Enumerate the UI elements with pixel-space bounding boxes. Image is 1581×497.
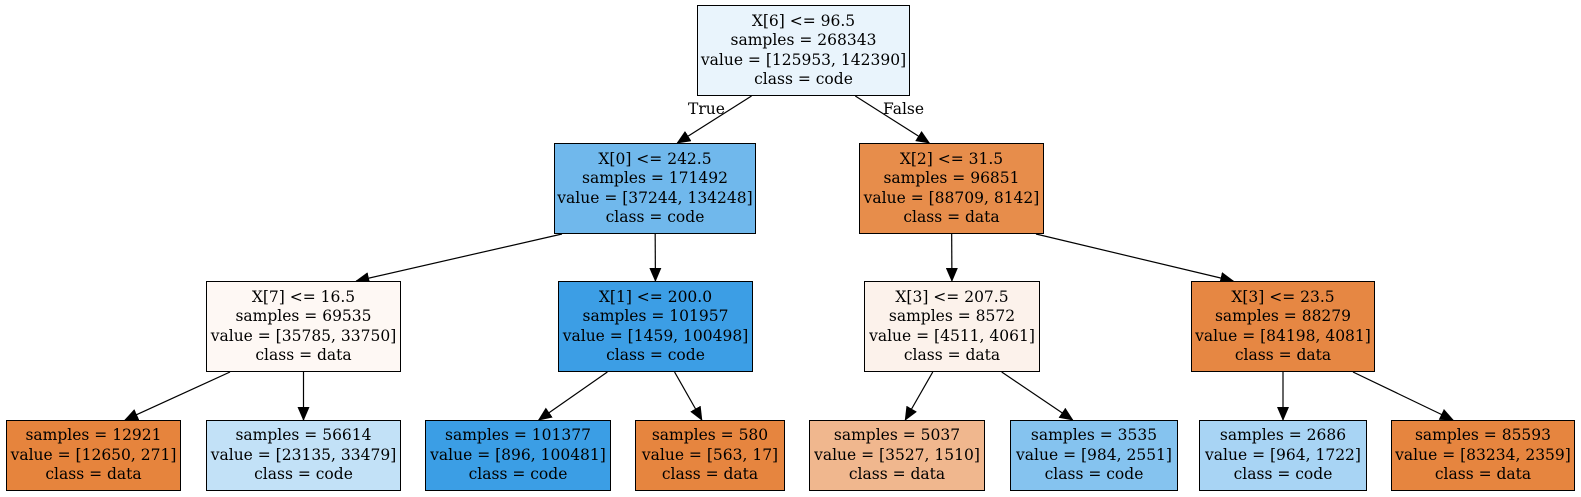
node-samples: samples = 8572 (888, 307, 1016, 325)
node-class: class = data (1234, 346, 1332, 364)
edge-n6-n14 (1352, 371, 1454, 421)
leaf-node-12: samples = 3535 value = [984, 2551] class… (1010, 420, 1178, 491)
node-class: class = code (1044, 465, 1144, 484)
node-split: X[0] <= 242.5 (598, 149, 712, 168)
tree-node-5: X[3] <= 207.5 samples = 8572 value = [45… (864, 281, 1040, 372)
node-samples: samples = 88279 (1214, 307, 1352, 325)
node-samples: samples = 101377 (445, 426, 591, 445)
node-value: value = [84198, 4081] (1195, 326, 1371, 345)
node-class: class = data (903, 346, 1001, 364)
leaf-node-8: samples = 56614 value = [23135, 33479] c… (206, 420, 401, 491)
node-samples: samples = 85593 (1414, 426, 1552, 445)
node-class: class = data (661, 465, 759, 484)
node-value: value = [964, 1722] (1205, 445, 1361, 464)
tree-node-6: X[3] <= 23.5 samples = 88279 value = [84… (1191, 281, 1375, 372)
node-value: value = [23135, 33479] (210, 445, 397, 464)
node-value: value = [12650, 271] (10, 445, 177, 464)
node-value: value = [125953, 142390] (700, 50, 907, 69)
node-samples: samples = 12921 (25, 426, 162, 445)
node-value: value = [83234, 2359] (1395, 445, 1571, 464)
node-samples: samples = 69535 (235, 307, 372, 325)
node-value: value = [4511, 4061] (869, 326, 1035, 345)
node-samples: samples = 5037 (833, 426, 961, 445)
edge-n1-n3 (355, 233, 563, 284)
leaf-node-14: samples = 85593 value = [83234, 2359] cl… (1391, 420, 1575, 491)
edge-n5-n11 (904, 371, 934, 421)
tree-node-2: X[2] <= 31.5 samples = 96851 value = [88… (859, 143, 1044, 234)
node-class: class = code (754, 70, 853, 88)
node-class: class = data (45, 465, 142, 484)
node-class: class = code (606, 346, 705, 364)
tree-node-1: X[0] <= 242.5 samples = 171492 value = [… (554, 143, 756, 234)
leaf-node-13: samples = 2686 value = [964, 1722] class… (1199, 420, 1367, 491)
leaf-node-7: samples = 12921 value = [12650, 271] cla… (6, 420, 181, 491)
leaf-node-11: samples = 5037 value = [3527, 1510] clas… (809, 420, 985, 491)
node-class: class = data (903, 208, 1000, 226)
node-class: class = code (605, 208, 705, 226)
root-node: X[6] <= 96.5 samples = 268343 value = [1… (697, 5, 910, 96)
node-class: class = code (254, 465, 353, 484)
node-split: X[3] <= 23.5 (1231, 287, 1335, 306)
node-samples: samples = 580 (651, 426, 769, 445)
node-samples: samples = 96851 (883, 169, 1020, 187)
node-samples: samples = 101957 (582, 307, 729, 325)
node-samples: samples = 3535 (1030, 426, 1158, 445)
edge-n3-n7 (124, 371, 231, 421)
node-samples: samples = 56614 (235, 426, 372, 445)
node-class: class = code (1233, 465, 1333, 484)
node-value: value = [984, 2551] (1016, 445, 1172, 464)
node-class: class = data (848, 465, 946, 484)
node-value: value = [88709, 8142] (863, 188, 1040, 207)
node-split: X[1] <= 200.0 (598, 287, 713, 306)
node-split: X[3] <= 207.5 (895, 287, 1009, 306)
node-split: X[7] <= 16.5 (251, 287, 356, 306)
edge-n0-n1 (676, 95, 752, 144)
leaf-node-10: samples = 580 value = [563, 17] class = … (635, 420, 785, 491)
node-value: value = [37244, 134248] (557, 188, 753, 207)
edge-n4-n10 (674, 371, 703, 421)
node-split: X[6] <= 96.5 (751, 11, 856, 30)
node-samples: samples = 2686 (1219, 426, 1347, 445)
edge-label-false: False (883, 100, 925, 118)
node-samples: samples = 171492 (582, 169, 728, 187)
edge-n4-n9 (537, 371, 608, 421)
node-value: value = [563, 17] (641, 445, 779, 464)
tree-node-4: X[1] <= 200.0 samples = 101957 value = [… (558, 281, 753, 372)
edge-n0-n2 (854, 95, 931, 144)
edge-n5-n12 (1001, 371, 1074, 421)
node-value: value = [3527, 1510] (814, 445, 980, 464)
leaf-node-9: samples = 101377 value = [896, 100481] c… (425, 420, 611, 491)
tree-node-3: X[7] <= 16.5 samples = 69535 value = [35… (206, 281, 401, 372)
node-class: class = code (468, 465, 568, 484)
edge-n2-n6 (1035, 233, 1235, 284)
node-value: value = [896, 100481] (430, 445, 606, 464)
edge-label-true: True (688, 100, 725, 118)
node-class: class = data (1434, 465, 1532, 484)
node-value: value = [1459, 100498] (562, 326, 749, 345)
node-value: value = [35785, 33750] (210, 326, 397, 345)
node-class: class = data (255, 346, 352, 364)
node-split: X[2] <= 31.5 (899, 149, 1004, 168)
node-samples: samples = 268343 (730, 31, 877, 49)
